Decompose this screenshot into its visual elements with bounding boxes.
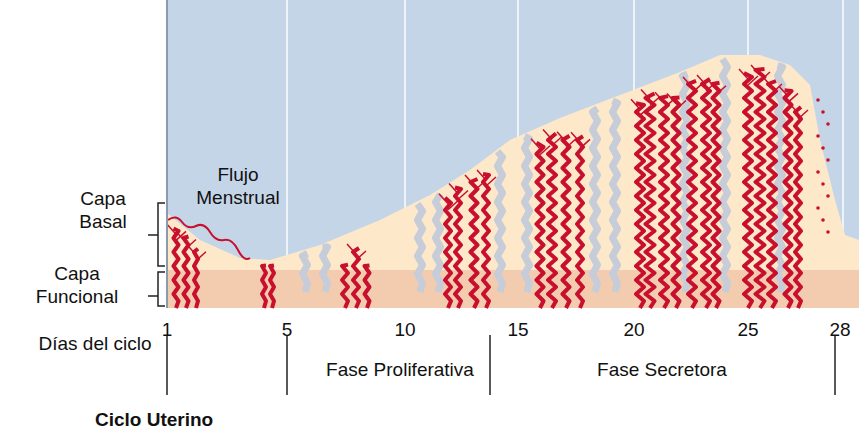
gland — [418, 204, 423, 292]
spiral-artery — [785, 90, 792, 308]
spiral-artery — [270, 265, 274, 308]
layer-label: Capa Basal — [58, 187, 148, 233]
spiral-artery — [365, 265, 370, 308]
shed-blood — [826, 158, 830, 162]
spiral-artery — [563, 136, 570, 308]
spiral-artery — [342, 265, 348, 308]
day-number: 5 — [272, 318, 302, 341]
shed-blood — [826, 230, 830, 234]
spiral-artery — [548, 134, 556, 309]
arteriole-branch — [187, 245, 206, 261]
spiral-artery — [795, 107, 801, 308]
arteriole-branch — [449, 184, 468, 200]
arteriole-branch — [465, 175, 484, 191]
spiral-artery — [262, 266, 266, 308]
spiral-artery — [768, 81, 776, 308]
shed-blood — [821, 182, 825, 186]
flow-label: Flujo Menstrual — [178, 163, 298, 209]
gland — [303, 254, 308, 293]
axis-line — [166, 0, 168, 308]
shed-blood — [816, 170, 820, 174]
arteriole-branch — [763, 77, 782, 93]
gland — [525, 137, 530, 293]
shed-blood — [821, 218, 825, 222]
spiral-artery — [353, 248, 359, 308]
spiral-artery — [702, 79, 710, 308]
day-number: 25 — [730, 318, 766, 341]
spiral-artery — [483, 174, 489, 308]
shed-blood — [816, 98, 820, 102]
day-number: 15 — [500, 318, 536, 341]
arteriole-branch — [751, 65, 770, 81]
gland — [593, 109, 598, 292]
arteriole-branch — [779, 86, 798, 102]
day-number: 28 — [824, 318, 856, 341]
layer-brackets — [148, 203, 165, 306]
arteriole-branch — [707, 79, 726, 95]
axis-label: Días del ciclo — [36, 332, 154, 355]
day-number: 20 — [616, 318, 652, 341]
spiral-artery — [471, 179, 478, 308]
spiral-artery — [646, 94, 655, 309]
arteriole-branch — [683, 77, 702, 93]
gland — [778, 66, 783, 292]
arteriole-branch — [667, 94, 686, 110]
spiral-artery — [673, 98, 680, 309]
spiral-artery — [636, 103, 644, 308]
spiral-artery — [194, 249, 198, 308]
spiral-artery — [744, 73, 752, 308]
arteriole-branch — [655, 92, 674, 108]
spiral-artery — [756, 69, 765, 308]
menstrual-flow — [168, 217, 250, 259]
phase-ticks — [167, 335, 835, 395]
arteriole-branch — [347, 244, 366, 260]
spiral-artery — [688, 81, 696, 308]
day-number: 1 — [152, 318, 182, 341]
shed-blood — [821, 110, 825, 114]
spiral-artery — [713, 83, 720, 308]
gland — [498, 152, 503, 293]
phase-label: Fase Secretora — [587, 358, 737, 381]
day-number: 10 — [387, 318, 423, 341]
gland — [323, 247, 328, 292]
shed-blood — [826, 194, 830, 198]
arteriole-branch — [789, 103, 808, 119]
spiral-artery — [445, 198, 451, 308]
arteriole-branch — [477, 170, 496, 186]
endometrium-layer — [167, 55, 859, 308]
shed-blood — [816, 134, 820, 138]
diagram-title: Ciclo Uterino — [95, 409, 213, 431]
spiral-artery — [660, 96, 668, 308]
gland — [723, 59, 728, 292]
spiral-artery — [577, 136, 583, 308]
layer-label: Capa Funcional — [12, 262, 142, 308]
arteriole-branch — [571, 132, 590, 148]
shed-blood — [816, 206, 820, 210]
arteriole-branch — [641, 90, 660, 106]
arteriole-branch — [543, 130, 562, 146]
spiral-arteries — [167, 65, 830, 308]
shed-blood — [826, 122, 830, 126]
spiral-artery — [537, 143, 544, 308]
gland — [436, 194, 441, 292]
gland — [613, 101, 618, 292]
shed-blood — [821, 146, 825, 150]
plot-background — [167, 0, 859, 308]
arteriole-branch — [177, 233, 196, 249]
phase-label: Fase Proliferativa — [325, 358, 475, 381]
spiral-artery — [455, 188, 461, 309]
